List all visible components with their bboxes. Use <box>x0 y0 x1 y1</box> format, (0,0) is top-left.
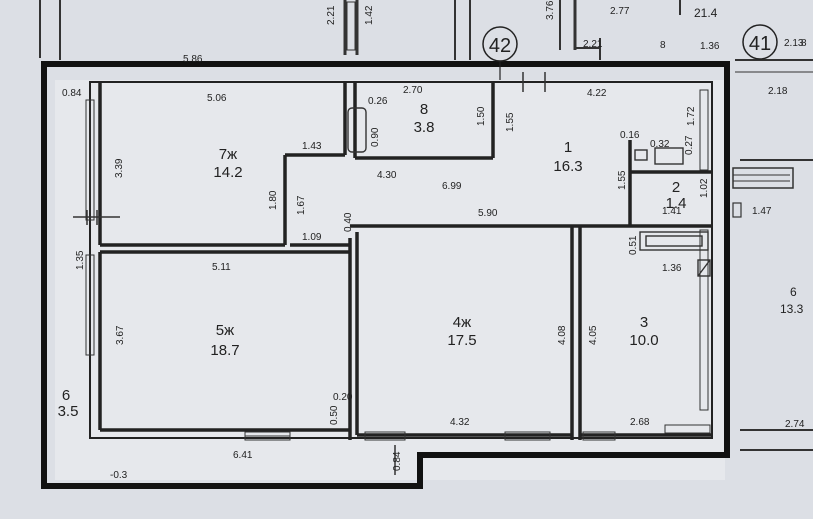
ext-label: 2.74 <box>785 419 805 430</box>
axis-markers: 42 41 <box>482 24 778 80</box>
dim-label: 1.41 <box>662 206 682 217</box>
ext-label: 1.47 <box>752 206 772 217</box>
dim-label: 5.06 <box>207 93 227 104</box>
dim-label: 0.32 <box>650 139 670 150</box>
bathtub-fixture <box>639 231 709 251</box>
room-labels: 7ж 14.2 8 3.8 1 16.3 2 1.4 5ж 18.7 4ж 17… <box>58 101 687 420</box>
dim-label: 5.86 <box>183 54 203 65</box>
axis-41-label: 41 <box>749 33 771 55</box>
room-1-area: 16.3 <box>553 158 582 175</box>
dim-label: 4.30 <box>377 170 397 181</box>
dim-label: 4.32 <box>450 417 470 428</box>
ext-label: 8 <box>801 38 807 49</box>
room-7-area: 14.2 <box>213 164 242 181</box>
bath-fixture <box>347 107 367 153</box>
room-5-area: 18.7 <box>210 342 239 359</box>
dim-label: 0.50 <box>329 405 340 425</box>
dim-label: 3.67 <box>115 325 126 345</box>
dim-label: 6.41 <box>233 450 253 461</box>
dim-label: 2.68 <box>630 417 650 428</box>
dim-label: 1.55 <box>617 170 628 190</box>
dim-label: 6.99 <box>442 181 462 192</box>
room-3-area: 10.0 <box>629 332 658 349</box>
dim-label: 0.27 <box>684 135 695 155</box>
dim-label: 5.11 <box>212 262 231 273</box>
exterior-labels: 2.21 1.42 3.76 2.77 21.4 2.21 8 1.36 2.1… <box>326 0 807 430</box>
dim-label: 0.40 <box>343 212 354 232</box>
dim-label: 4.05 <box>588 325 599 345</box>
ext-label: 1.36 <box>700 41 720 52</box>
dim-label: 1.80 <box>268 190 279 210</box>
ext-label: 2.13 <box>784 38 804 49</box>
room-3-number: 3 <box>640 314 648 331</box>
ext-label: 8 <box>660 40 666 51</box>
ext-label: 6 <box>790 285 797 299</box>
room-2-number: 2 <box>672 179 680 196</box>
sink-fixture <box>654 147 684 165</box>
room-8-number: 8 <box>420 101 428 118</box>
dim-label: 1.50 <box>476 106 487 126</box>
dim-label: 1.02 <box>699 178 710 198</box>
dim-label: 0.84 <box>62 88 82 99</box>
dim-label: 1.35 <box>75 250 86 270</box>
interior-walls <box>89 81 713 440</box>
dimension-labels: 0.84 5.86 5.06 2.70 0.26 0.90 1.50 1.55 … <box>62 54 710 481</box>
section-ticks <box>73 72 546 475</box>
dim-label: 1.43 <box>302 141 322 152</box>
ext-label: 2.21 <box>583 39 603 50</box>
dim-label: 3.39 <box>114 158 125 178</box>
room-4-area: 17.5 <box>447 332 476 349</box>
windows <box>85 89 711 441</box>
dim-label: 0.90 <box>370 127 381 147</box>
axis-41-circle <box>742 24 778 60</box>
dim-label: 0.26 <box>368 96 388 107</box>
dim-label: 0.20 <box>333 392 353 403</box>
room-6-area: 3.5 <box>58 403 79 420</box>
ext-label: 2.77 <box>610 6 630 17</box>
dim-label: 2.70 <box>403 85 423 96</box>
axis-42-label: 42 <box>489 35 511 57</box>
ext-label: 1.42 <box>364 5 375 25</box>
dim-label: 1.36 <box>662 263 682 274</box>
dim-label: 4.22 <box>587 88 607 99</box>
vent-shaft <box>697 259 711 277</box>
dim-label: 1.67 <box>296 195 307 215</box>
fixtures <box>347 107 711 277</box>
dim-label: 1.09 <box>302 232 322 243</box>
dim-label: 5.90 <box>478 208 498 219</box>
room-7-number: 7ж <box>219 146 237 163</box>
room-1-number: 1 <box>564 139 572 156</box>
upper-neighbour-walls <box>39 0 813 73</box>
dim-label: 1.55 <box>505 112 516 132</box>
room-8-area: 3.8 <box>414 119 435 136</box>
apartment-fill <box>55 80 725 480</box>
right-neighbour-walls <box>732 159 813 451</box>
dim-label: 0.16 <box>620 130 640 141</box>
room-5-number: 5ж <box>216 322 234 339</box>
ext-label: 2.21 <box>326 5 337 25</box>
dim-label: 0.51 <box>628 235 639 255</box>
room-6-number: 6 <box>62 387 70 404</box>
ext-label: 13.3 <box>780 302 804 316</box>
apartment-boundary <box>41 61 730 489</box>
dim-label: -0.3 <box>110 470 128 481</box>
room-2-area: 1.4 <box>666 195 687 212</box>
ext-label: 21.4 <box>694 6 718 20</box>
dim-label: 0.84 <box>392 451 403 471</box>
room-4-number: 4ж <box>453 314 471 331</box>
dim-label: 4.08 <box>557 325 568 345</box>
dim-label: 1.72 <box>686 106 697 126</box>
ext-label: 3.76 <box>545 0 556 20</box>
ext-label: 2.18 <box>768 86 788 97</box>
